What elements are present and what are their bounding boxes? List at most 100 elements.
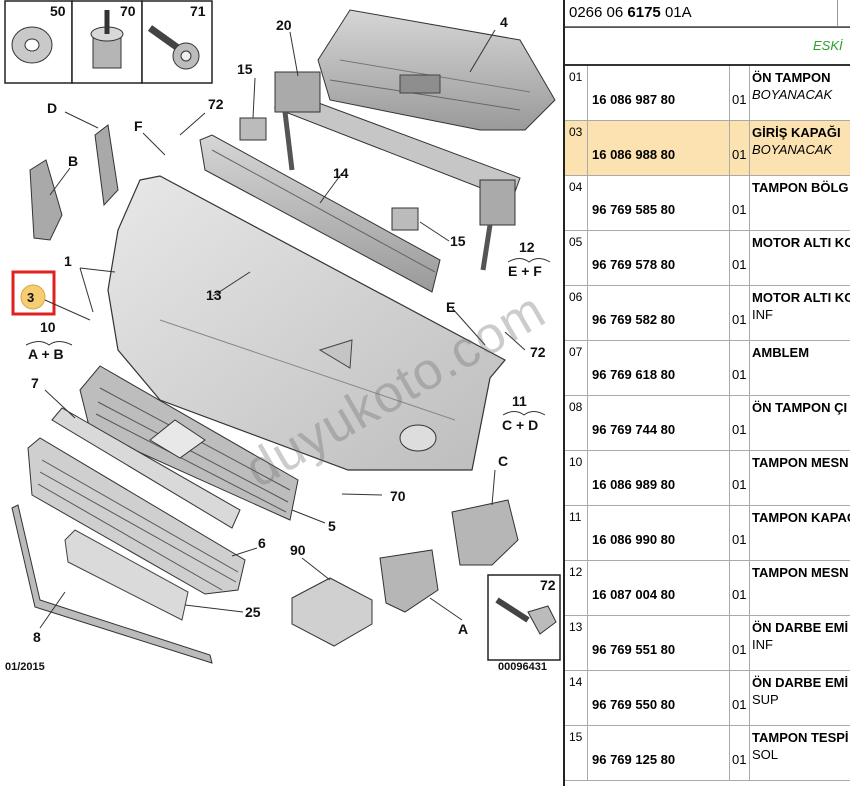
label-10-subtitle: A + B [28, 346, 64, 362]
fastener-inset-box-72: 72 [487, 574, 561, 661]
part-subtext: BOYANACAK [752, 142, 833, 157]
label-a: A [458, 621, 468, 637]
part-number: 96 769 618 80 [592, 367, 676, 382]
part-number-cell: 16 086 988 80 [588, 121, 730, 175]
brace-12 [507, 258, 551, 263]
quantity-cell: 01 [730, 451, 750, 505]
part-number-cell: 96 769 578 80 [588, 231, 730, 285]
selected-part-highlight [11, 270, 56, 316]
fastener-inset-box-50: 50 [4, 0, 73, 84]
description-cell: TAMPON MESN [750, 451, 850, 505]
label-70-box: 70 [120, 3, 136, 19]
part-number: 16 087 004 80 [592, 587, 676, 602]
label-12-subtitle: E + F [508, 263, 542, 279]
quantity: 01 [732, 367, 747, 382]
label-11-subtitle: C + D [502, 417, 538, 433]
part-number-cell: 96 769 582 80 [588, 286, 730, 340]
label-b: B [68, 153, 78, 169]
part-description: TAMPON TESPİ [752, 730, 849, 745]
part-number-cell: 16 086 989 80 [588, 451, 730, 505]
quantity: 01 [732, 92, 747, 107]
row-number: 05 [565, 231, 588, 285]
diagram-date: 01/2015 [5, 661, 45, 673]
label-8: 8 [33, 629, 41, 645]
label-13: 13 [206, 287, 222, 303]
row-number: 06 [565, 286, 588, 340]
label-12: 12 [519, 239, 535, 255]
quantity: 01 [732, 642, 747, 657]
label-71-box: 71 [190, 3, 206, 19]
corner-trim-a [379, 549, 439, 613]
diagram-code: 00096431 [498, 661, 547, 673]
part-description: TAMPON MESN [752, 565, 849, 580]
quantity: 01 [732, 532, 747, 547]
part-number: 96 769 744 80 [592, 422, 676, 437]
ref-prefix: 0266 06 [569, 4, 624, 21]
row-number: 13 [565, 616, 588, 670]
part-description: MOTOR ALTI KO [752, 235, 850, 250]
callout-3-marker [20, 284, 46, 310]
part-number: 16 086 988 80 [592, 147, 676, 162]
part-number: 16 086 989 80 [592, 477, 676, 492]
quantity-cell: 01 [730, 561, 750, 615]
header-corner-cell [837, 0, 850, 26]
lower-grille [27, 437, 246, 595]
quantity: 01 [732, 587, 747, 602]
label-70: 70 [390, 488, 406, 504]
part-description: AMBLEM [752, 345, 810, 360]
label-72-box: 72 [540, 577, 556, 593]
label-20: 20 [276, 17, 292, 33]
label-72-upper: 72 [208, 96, 224, 112]
side-bracket-d [94, 124, 119, 207]
part-number-cell: 96 769 551 80 [588, 616, 730, 670]
quantity-cell: 01 [730, 121, 750, 175]
label-d: D [47, 100, 57, 116]
row-number: 03 [565, 121, 588, 175]
side-bracket-b [29, 159, 63, 241]
part-description: TAMPON KAPAĞ [752, 510, 850, 525]
label-25: 25 [245, 604, 261, 620]
quantity: 01 [732, 477, 747, 492]
quantity: 01 [732, 202, 747, 217]
front-bumper-shell [107, 175, 506, 471]
fixing-kit-90 [291, 577, 373, 647]
label-1: 1 [64, 253, 72, 269]
table-row[interactable]: 07 96 769 618 80 01 AMBLEM [565, 341, 850, 396]
ref-bold: 6175 [627, 4, 661, 21]
corner-trim-c [451, 499, 519, 566]
part-number: 96 769 582 80 [592, 312, 676, 327]
fastener-inset-box-70: 70 [71, 0, 143, 84]
part-number-cell: 96 769 585 80 [588, 176, 730, 230]
row-number: 10 [565, 451, 588, 505]
quantity-cell: 01 [730, 726, 750, 780]
quantity-cell: 01 [730, 616, 750, 670]
label-4: 4 [500, 14, 508, 30]
quantity: 01 [732, 752, 747, 767]
part-description: ÖN TAMPON ÇI [752, 400, 848, 415]
part-description: TAMPON BÖLG [752, 180, 849, 195]
quantity-cell: 01 [730, 231, 750, 285]
description-cell: TAMPON BÖLG [750, 176, 850, 230]
label-15-lower: 15 [450, 233, 466, 249]
part-number: 96 769 578 80 [592, 257, 676, 272]
part-subtext: INF [752, 307, 773, 322]
row-number: 07 [565, 341, 588, 395]
upper-cross-member [317, 9, 556, 131]
part-description: ÖN DARBE EMİ [752, 620, 849, 635]
quantity: 01 [732, 697, 747, 712]
